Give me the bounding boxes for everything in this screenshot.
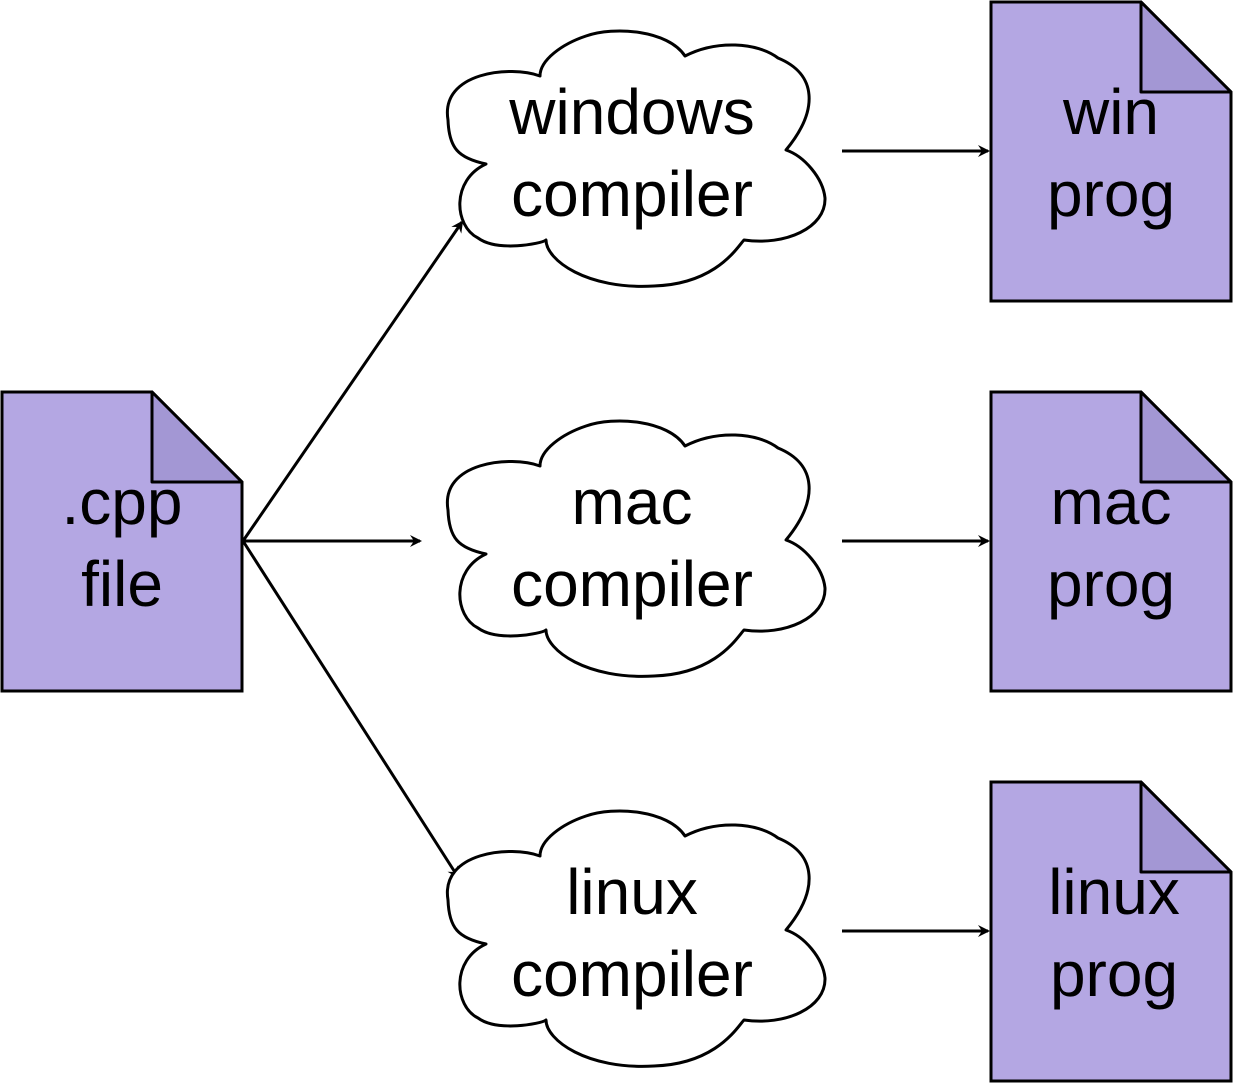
linux-prog-label-line2: prog	[1050, 938, 1178, 1010]
source-file-label-line1: .cpp	[62, 466, 183, 538]
linux-prog-label-line1: linux	[1048, 856, 1180, 928]
windows-compiler-label-line2: compiler	[511, 158, 753, 230]
windows-compiler-label-line1: windows	[508, 76, 754, 148]
mac-compiler-node: mac compiler	[446, 419, 827, 678]
document-icon	[989, 0, 1233, 303]
cloud-icon	[446, 419, 827, 678]
win-prog-label-line2: prog	[1047, 158, 1175, 230]
cloud-icon	[446, 29, 827, 288]
linux-compiler-label-line2: compiler	[511, 938, 753, 1010]
cloud-icon	[446, 809, 827, 1068]
mac-compiler-label-line2: compiler	[511, 548, 753, 620]
document-icon	[0, 390, 244, 693]
mac-prog-label-line2: prog	[1047, 548, 1175, 620]
arrows-to-compilers	[241, 220, 464, 879]
win-prog-label-line1: win	[1062, 76, 1159, 148]
linux-compiler-node: linux compiler	[446, 809, 827, 1068]
win-prog-node: win prog	[989, 0, 1233, 303]
mac-compiler-label-line1: mac	[572, 466, 693, 538]
document-icon	[989, 390, 1233, 693]
source-file-node: .cpp file	[0, 390, 244, 693]
linux-prog-node: linux prog	[989, 780, 1233, 1083]
arrow-to-linux-compiler	[241, 540, 460, 879]
linux-compiler-label-line1: linux	[566, 856, 698, 928]
mac-prog-node: mac prog	[989, 390, 1233, 693]
document-icon	[989, 780, 1233, 1083]
source-file-label-line2: file	[81, 548, 163, 620]
windows-compiler-node: windows compiler	[446, 29, 827, 288]
arrows-to-programs	[842, 145, 990, 937]
mac-prog-label-line1: mac	[1051, 466, 1172, 538]
arrow-to-windows-compiler	[241, 220, 464, 542]
